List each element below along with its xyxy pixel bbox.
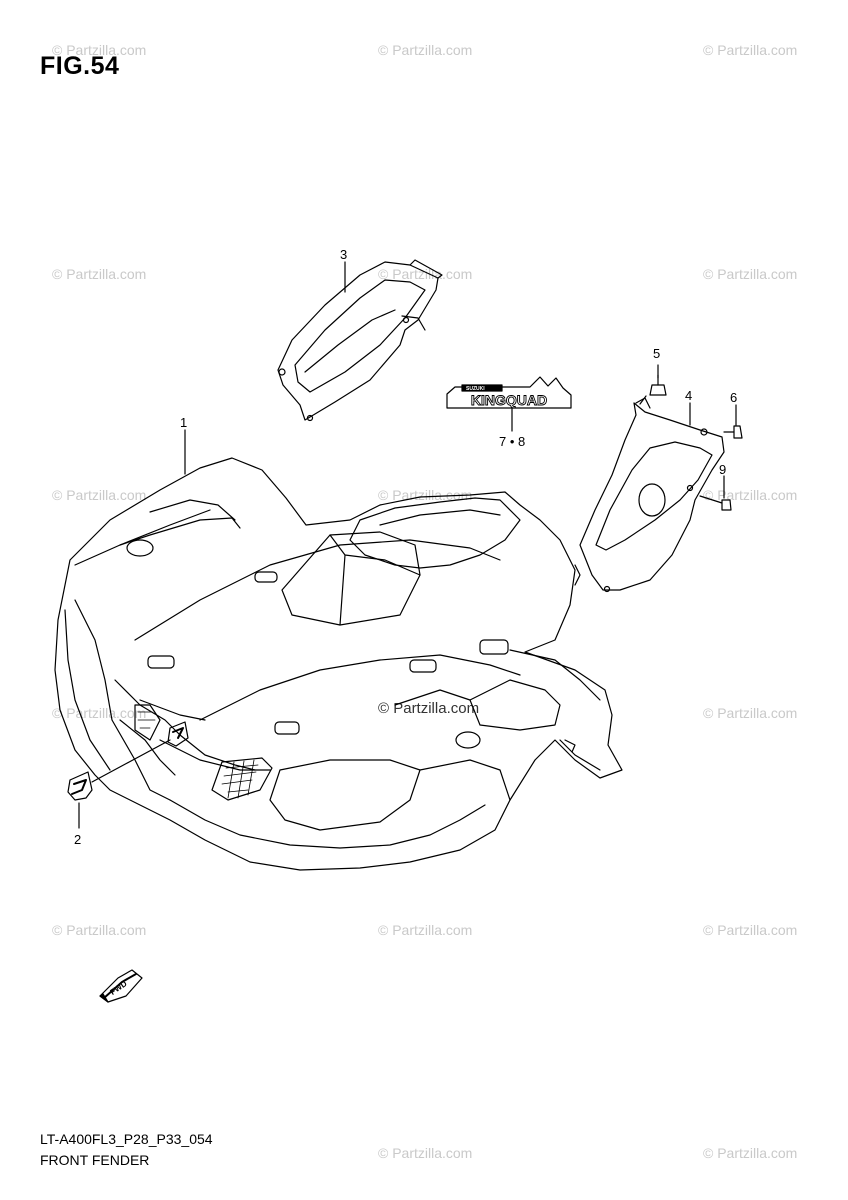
part-2-badge[interactable] [67, 721, 189, 801]
part-6-screw[interactable] [723, 425, 743, 439]
watermark: © Partzilla.com [703, 42, 798, 58]
callout-6: 6 [730, 390, 738, 405]
part-4-side-panel[interactable] [579, 397, 725, 593]
watermark: © Partzilla.com [52, 922, 147, 938]
figure-title: FIG.54 [40, 52, 120, 80]
watermark: © Partzilla.com [52, 266, 147, 282]
callout-5: 5 [653, 346, 661, 361]
watermark: © Partzilla.com [378, 42, 473, 58]
callout-4: 4 [685, 388, 693, 403]
watermark: © Partzilla.com [52, 487, 147, 503]
diagram-code: LT-A400FL3_P28_P33_054 [40, 1131, 213, 1147]
callout-2: 2 [74, 832, 82, 847]
callout-1: 1 [180, 415, 188, 430]
diagram-title: FRONT FENDER [40, 1152, 150, 1168]
watermark: © Partzilla.com [703, 1145, 798, 1161]
emblem-text: KINGQUAD [471, 392, 547, 408]
watermark-center: © Partzilla.com [378, 700, 480, 717]
watermark: © Partzilla.com [703, 705, 798, 721]
callout-7-8: 7 • 8 [499, 434, 526, 449]
watermark: © Partzilla.com [52, 42, 147, 58]
watermark: © Partzilla.com [378, 1145, 473, 1161]
part-9-screw[interactable] [699, 495, 732, 511]
watermark: © Partzilla.com [703, 922, 798, 938]
leader-line [639, 395, 647, 405]
watermark: © Partzilla.com [378, 266, 473, 282]
callout-3: 3 [340, 247, 348, 262]
watermark: © Partzilla.com [378, 922, 473, 938]
part-1-front-fender[interactable] [54, 457, 623, 871]
part-7-8-emblem[interactable] [446, 376, 572, 409]
watermark: © Partzilla.com [703, 266, 798, 282]
leader-line [91, 739, 171, 783]
emblem-small-text: SUZUKI [466, 386, 485, 392]
part-3-cover[interactable] [277, 259, 443, 422]
watermark: © Partzilla.com [378, 487, 473, 503]
watermark: © Partzilla.com [703, 487, 798, 503]
callout-9: 9 [719, 462, 727, 477]
fwd-arrow [99, 969, 143, 1003]
watermark: © Partzilla.com [52, 705, 147, 721]
